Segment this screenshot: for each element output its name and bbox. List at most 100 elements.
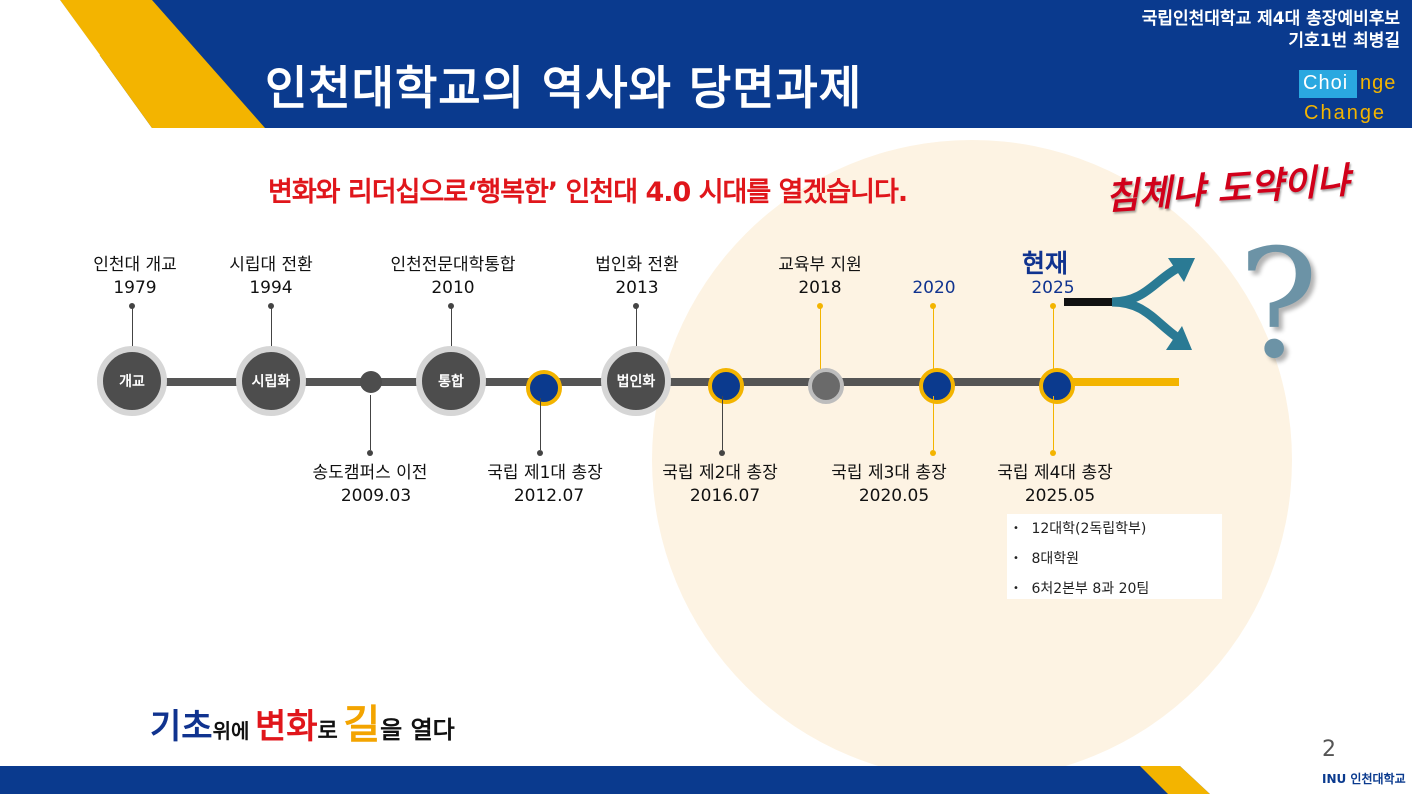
stem [1053, 396, 1054, 450]
node-merger: 통합 [416, 346, 486, 416]
stem [132, 305, 133, 350]
stem-pin [817, 303, 823, 309]
stem [370, 395, 371, 450]
info-box: • 12대학(2독립학부) • 8대학원 • 6처2본부 8과 20팀 [1007, 514, 1222, 599]
candidate-line-2: 기호1번 최병길 [1288, 31, 1400, 51]
top-year: 2018 [798, 278, 842, 298]
stem [1053, 305, 1054, 370]
stem-pin [719, 450, 725, 456]
node-1st-president [526, 370, 562, 406]
footer-stripes [1140, 766, 1412, 794]
node-3rd-president [919, 368, 955, 404]
timeline-top-6: 2020 [894, 277, 974, 300]
timeline-top-2: 시립대 전환 1994 [211, 254, 331, 300]
motto-part: 로 [317, 719, 338, 744]
bottom-label: 국립 제4대 총장 [997, 463, 1113, 483]
bottom-date: 2025.05 [1024, 486, 1096, 506]
bottom-label: 송도캠퍼스 이전 [312, 463, 428, 483]
footer-logo: INU 인천대학교 [1322, 772, 1406, 786]
question-mark: ? [1238, 218, 1319, 392]
highlight-circle [652, 140, 1292, 780]
bottom-date: 2009.03 [340, 486, 412, 506]
bottom-label: 국립 제3대 총장 [831, 463, 947, 483]
stem [933, 305, 934, 370]
top-label: 교육부 지원 [778, 255, 862, 275]
timeline-top-5: 교육부 지원 2018 [760, 254, 880, 300]
subtitle: 변화와 리더십으로‘행복한’ 인천대 4.0 시대를 열겠습니다. [268, 177, 908, 208]
branch-arrow-icon [1064, 258, 1195, 350]
node-incorporation: 법인화 [601, 346, 671, 416]
stem-pin [268, 303, 274, 309]
candidate-line-1: 국립인천대학교 제4대 총장예비후보 [1141, 9, 1400, 29]
bottom-date: 2012.07 [513, 486, 585, 506]
timeline-bottom-1: 송도캠퍼스 이전 2009.03 [295, 462, 445, 508]
top-label: 인천전문대학통합 [390, 255, 516, 275]
stem [540, 398, 541, 450]
timeline-line [135, 378, 1055, 386]
timeline-bottom-5: 국립 제4대 총장 2025.05 [980, 462, 1130, 508]
stem-pin [367, 450, 373, 456]
info-item: • 8대학원 [1013, 551, 1080, 567]
stem [451, 305, 452, 350]
header-stripes [0, 0, 265, 128]
logo-nge: nge [1360, 72, 1397, 94]
stem [636, 305, 637, 350]
stem [722, 396, 723, 450]
handwritten-slogan: 침체냐 도약이냐 [1104, 159, 1351, 219]
node-4th-president [1039, 368, 1075, 404]
timeline-top-7: 2025 [1013, 277, 1093, 300]
node-2nd-president [708, 368, 744, 404]
motto-part: 위에 [212, 719, 250, 743]
page-number: 2 [1322, 737, 1336, 762]
stem [820, 305, 821, 370]
logo-change: Change [1304, 102, 1387, 124]
top-year: 2010 [431, 278, 475, 298]
node-songdo [360, 371, 382, 393]
bottom-date: 2020.05 [858, 486, 930, 506]
info-item: • 6처2본부 8과 20팀 [1013, 581, 1150, 597]
timeline-bottom-2: 국립 제1대 총장 2012.07 [470, 462, 620, 508]
top-year: 2020 [912, 278, 956, 298]
top-label: 시립대 전환 [229, 255, 313, 275]
logo-box [1299, 70, 1357, 98]
stem-pin [129, 303, 135, 309]
motto-part: 변화 [254, 707, 318, 747]
timeline-top-1: 인천대 개교 1979 [75, 254, 195, 300]
stem [933, 396, 934, 450]
top-year: 1994 [249, 278, 293, 298]
timeline-future-line [1055, 378, 1179, 386]
timeline-bottom-4: 국립 제3대 총장 2020.05 [814, 462, 964, 508]
bottom-label: 국립 제2대 총장 [662, 463, 778, 483]
motto-part: 길 [343, 702, 381, 748]
page-title: 인천대학교의 역사와 당면과제 [265, 61, 863, 115]
candidate-info: 국립인천대학교 제4대 총장예비후보 기호1번 최병길 [1142, 8, 1400, 52]
top-year: 1979 [113, 278, 157, 298]
stem-pin [633, 303, 639, 309]
motto-part: 기초 [150, 707, 213, 747]
stem [271, 305, 272, 350]
node-opening: 개교 [97, 346, 167, 416]
now-label: 현재 [1022, 249, 1069, 278]
info-text: 12대학(2독립학부) [1031, 521, 1147, 537]
stem-pin [930, 303, 936, 309]
stem-pin [1050, 450, 1056, 456]
motto: 기초위에 변화로 길을 열다 [150, 692, 455, 750]
stem-pin [930, 450, 936, 456]
node-ministry-support [808, 368, 844, 404]
node-municipal: 시립화 [236, 346, 306, 416]
top-label: 인천대 개교 [93, 255, 177, 275]
timeline-top-3: 인천전문대학통합 2010 [373, 254, 533, 300]
info-item: • 12대학(2독립학부) [1013, 521, 1147, 537]
info-text: 8대학원 [1031, 551, 1080, 567]
bottom-label: 국립 제1대 총장 [487, 463, 603, 483]
stem-pin [537, 450, 543, 456]
choinge-logo: Choi nge Change [1297, 68, 1405, 126]
stem-pin [1050, 303, 1056, 309]
top-year: 2013 [615, 278, 659, 298]
top-year: 2025 [1031, 278, 1075, 298]
motto-part: 을 열다 [380, 716, 455, 744]
stem-pin [448, 303, 454, 309]
info-text: 6처2본부 8과 20팀 [1031, 581, 1150, 597]
top-label: 법인화 전환 [595, 255, 679, 275]
